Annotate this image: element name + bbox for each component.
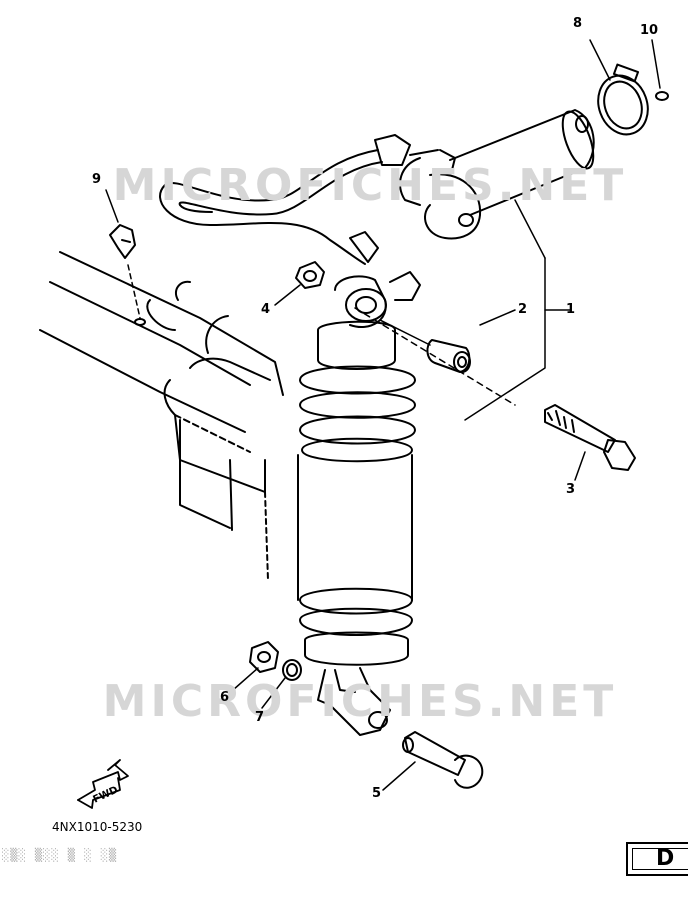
bolt-5: [402, 731, 484, 789]
small-clip: [655, 91, 669, 101]
nut-4: [295, 261, 325, 289]
remote-reservoir: [399, 109, 595, 240]
nut-6: [249, 641, 279, 673]
callout-7: 7: [255, 710, 265, 725]
faint-scanned-text: ░▒░ ▒░░ ▒ ░ ░▒: [2, 848, 118, 862]
callout-3: 3: [566, 482, 576, 497]
corner-tag: D: [626, 842, 688, 876]
bolt-3: [544, 404, 636, 471]
hose-holder: [109, 224, 146, 326]
hose-clamp: [597, 63, 649, 136]
fwd-label: FWD: [91, 785, 119, 806]
callout-10: 10: [640, 23, 659, 38]
washer-7: [282, 659, 302, 681]
callout-8: 8: [573, 16, 583, 31]
fwd-arrow: [77, 759, 129, 809]
callout-2: 2: [518, 302, 528, 317]
callout-4: 4: [261, 302, 271, 317]
leader-lines: [105, 39, 661, 791]
shock-absorber: [297, 271, 421, 736]
frame-outline: [39, 251, 284, 581]
callout-9: 9: [92, 172, 102, 187]
reservoir-hose: [159, 134, 411, 265]
callout-6: 6: [220, 690, 230, 705]
part-code: 4NX1010-5230: [52, 820, 143, 834]
callout-5: 5: [372, 786, 382, 801]
callout-1: 1: [566, 302, 576, 317]
